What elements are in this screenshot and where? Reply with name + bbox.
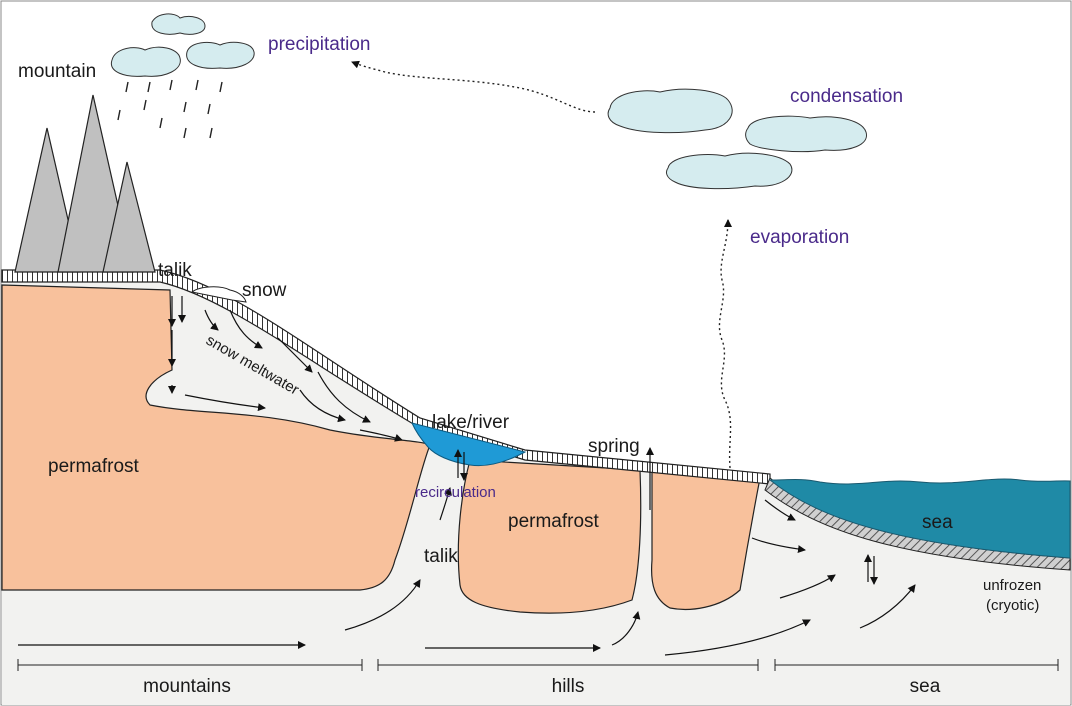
cloud-condensation-right	[745, 115, 867, 153]
label-permafrost-left: permafrost	[48, 456, 140, 477]
label-evaporation: evaporation	[750, 227, 849, 248]
condensation-clouds	[607, 88, 867, 190]
mountain-peak-right	[102, 161, 156, 273]
sea-water	[768, 478, 1071, 559]
rain-streaks	[117, 79, 223, 139]
deep-flow-arrow-right-3	[859, 584, 916, 629]
snow-cover	[190, 286, 247, 303]
meltwater-arrow-5	[317, 371, 371, 423]
groundwater-flow-arrows	[18, 296, 916, 656]
sea-flow-arrow-2	[751, 537, 806, 554]
precipitation-clouds	[110, 13, 255, 77]
scale-label-sea: sea	[910, 676, 941, 697]
sea-flow-arrow-1	[764, 499, 796, 521]
meltwater-arrow-3	[277, 337, 313, 373]
meltwater-arrow-1	[204, 309, 219, 331]
label-lake-river: lake/river	[432, 412, 510, 433]
label-permafrost-mid: permafrost	[508, 511, 600, 532]
under-arrow-1	[184, 394, 266, 412]
cloud-right	[186, 41, 255, 69]
lake-river-water	[411, 422, 527, 467]
cloud-small-top	[151, 13, 206, 35]
mountains-group	[14, 94, 156, 273]
label-precipitation: precipitation	[268, 34, 370, 55]
permafrost-left-body	[1, 284, 431, 591]
deep-flow-arrow-right-2	[779, 574, 836, 599]
mountain-peak-left	[14, 127, 81, 273]
label-snow: snow	[242, 280, 287, 301]
cloud-condensation-bottom	[666, 152, 793, 190]
talik-up-arrow	[439, 487, 452, 521]
label-spring: spring	[588, 436, 640, 457]
label-talik-mid: talik	[424, 546, 458, 567]
cloud-condensation-top	[607, 88, 733, 134]
deep-flow-arrow-talik	[344, 579, 421, 631]
label-sea-water: sea	[922, 512, 953, 533]
meltwater-arrow-2	[229, 309, 263, 349]
permafrost-mid-body	[457, 459, 642, 614]
deep-flow-arrow-right	[664, 619, 811, 656]
label-condensation: condensation	[790, 86, 903, 107]
permafrost-right-body	[650, 469, 761, 611]
label-unfrozen: unfrozen	[983, 577, 1041, 594]
deep-flow-arrow-spring	[611, 611, 641, 646]
label-talik-top: talik	[158, 260, 192, 281]
label-recirculation: recirculation	[415, 484, 496, 501]
under-arrow-2	[359, 429, 403, 442]
scale-label-mountains: mountains	[143, 676, 231, 697]
precipitation-dotted-path	[351, 60, 596, 113]
scale-label-hills: hills	[552, 676, 585, 697]
cloud-left	[110, 46, 181, 77]
label-cryotic: (cryotic)	[986, 597, 1039, 614]
zone-scale	[17, 659, 1059, 671]
meltwater-arrow-4	[299, 389, 346, 423]
label-mountain: mountain	[18, 61, 96, 82]
